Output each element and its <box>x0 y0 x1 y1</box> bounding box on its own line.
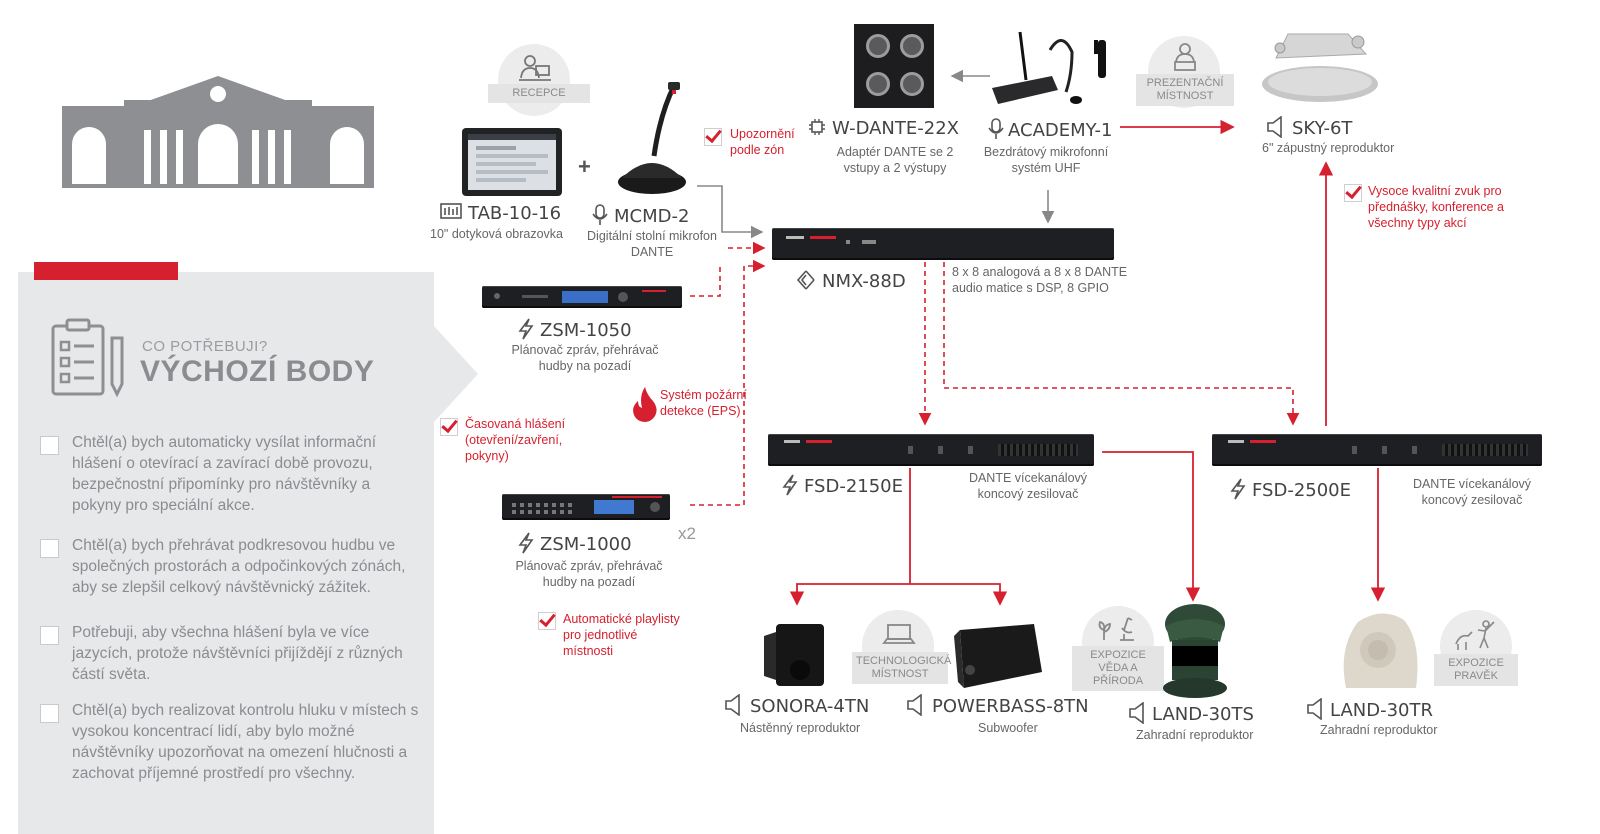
microscope-plant-icon <box>1098 617 1134 641</box>
product-name-land-30ts: LAND-30TS <box>1128 701 1254 725</box>
lightning-icon <box>518 532 534 554</box>
panel-pointer <box>434 326 478 422</box>
touchscreen-icon <box>440 203 462 219</box>
land-30ts-image <box>1163 604 1227 698</box>
w-dante-22x-image <box>854 24 934 108</box>
reception-icon <box>519 55 551 81</box>
check-icon <box>440 418 458 436</box>
product-desc-fsd-2500e: DANTE vícekanálový koncový zesilovač <box>1412 477 1532 507</box>
presenter-icon <box>1174 43 1196 71</box>
check-icon <box>1344 184 1362 202</box>
museum-building-icon <box>62 76 374 188</box>
product-name-zsm-1050: ZSM-1050 <box>518 318 632 341</box>
product-desc-zsm-1050: Plánovač zpráv, přehrávač hudby na pozad… <box>511 343 659 373</box>
laptop-icon <box>882 624 916 644</box>
lightning-icon <box>1230 478 1246 500</box>
requirement-text: Chtěl(a) bych přehrávat podkresovou hudb… <box>72 537 406 596</box>
product-name-zsm-1000: ZSM-1000 <box>518 532 632 555</box>
lightning-icon <box>518 318 534 340</box>
zsm-1050-image <box>482 286 682 308</box>
product-name-sky-6t: SKY-6T <box>1266 115 1352 139</box>
check-icon <box>704 128 722 146</box>
speaker-icon <box>1129 701 1144 725</box>
sky-6t-image <box>1262 33 1378 102</box>
note-fire-detection: Systém požární detekce (EPS) <box>660 388 747 418</box>
requirement-checkbox[interactable] <box>40 704 59 723</box>
panel-kicker: CO POTŘEBUJI? <box>142 338 268 355</box>
product-desc-land-30ts: Zahradní reproduktor <box>1136 728 1254 742</box>
quantity-x2: x2 <box>678 524 696 543</box>
requirement-checkbox[interactable] <box>40 626 59 645</box>
badge-prezentacni-mistnost: PREZENTAČNÍ MÍSTNOST <box>1134 36 1238 108</box>
plus-sign: + <box>578 154 591 179</box>
wire-fsd2150-land30ts <box>1102 451 1201 602</box>
product-name-w-dante-22x: W-DANTE-22X <box>808 118 959 139</box>
product-desc-land-30tr: Zahradní reproduktor <box>1320 723 1438 737</box>
requirement-checkbox[interactable] <box>40 539 59 558</box>
product-desc-fsd-2150e: DANTE vícekanálový koncový zesilovač <box>968 471 1088 501</box>
check-icon <box>538 612 556 630</box>
academy-1-image <box>992 31 1106 104</box>
requirement-text: Potřebuji, aby všechna hlášení byla ve v… <box>72 624 403 683</box>
requirement-text: Chtěl(a) bych realizovat kontrolu hluku … <box>72 702 419 782</box>
requirement-text: Chtěl(a) bych automaticky vysílat inform… <box>72 434 377 514</box>
product-desc-w-dante-22x: Adaptér DANTE se 2 vstupy a 2 výstupy <box>836 145 954 175</box>
speaker-icon <box>1267 115 1282 139</box>
product-name-sonora-4tn: SONORA-4TN <box>724 693 869 717</box>
microphone-icon <box>988 118 1004 139</box>
note-playlists: Automatické playlisty pro jednotlivé mís… <box>563 612 680 658</box>
product-desc-sky-6t: 6" zápustný reproduktor <box>1262 141 1395 155</box>
accent-bar <box>34 262 178 280</box>
microphone-icon <box>592 204 608 225</box>
fsd-2500e-image <box>1212 434 1542 466</box>
prehistoric-hunter-icon <box>1455 620 1495 650</box>
panel-title: VÝCHOZÍ BODY <box>140 355 375 388</box>
speaker-icon <box>907 693 922 717</box>
wire-zsm1000-nmx <box>690 259 766 506</box>
powerbass-8tn-image <box>954 624 1042 688</box>
product-desc-sonora-4tn: Nástěnný reproduktor <box>740 721 861 735</box>
fire-icon <box>633 387 657 422</box>
sonora-4tn-image <box>764 624 824 686</box>
starting-points-panel <box>18 272 434 834</box>
chip-icon <box>809 119 825 135</box>
wire-nmx-fsd2500 <box>943 262 1300 426</box>
badge-expozice-veda: EXPOZICE VĚDA A PŘÍRODA <box>1072 606 1164 691</box>
wire-mcmd-nmx <box>697 185 764 239</box>
product-name-academy-1: ACADEMY-1 <box>988 118 1112 141</box>
nmx-88d-image <box>772 228 1114 260</box>
product-desc-nmx-88d: 8 x 8 analogová a 8 x 8 DANTE audio mati… <box>952 265 1128 295</box>
product-name-tab-10-16: TAB-10-16 <box>440 202 561 224</box>
speaker-icon <box>1307 697 1322 721</box>
product-name-fsd-2150e: FSD-2150E <box>782 474 903 497</box>
mcmd-2-image <box>618 82 686 194</box>
zsm-1000-image <box>502 494 670 520</box>
product-name-mcmd-2: MCMD-2 <box>592 204 689 227</box>
badge-technologicka-mistnost: TECHNOLOGICKÁ MÍSTNOST <box>852 610 951 684</box>
product-name-powerbass-8tn: POWERBASS-8TN <box>906 693 1089 717</box>
land-30tr-image <box>1343 613 1418 688</box>
matrix-icon <box>796 270 815 290</box>
requirement-checkbox[interactable] <box>40 436 59 455</box>
product-desc-academy-1: Bezdrátový mikrofonní systém UHF <box>983 145 1109 175</box>
product-desc-zsm-1000: Plánovač zpráv, přehrávač hudby na pozad… <box>515 559 663 589</box>
fsd-2150e-image <box>768 434 1094 466</box>
tab-10-16-image <box>462 128 562 196</box>
product-desc-tab-10-16: 10" dotyková obrazovka <box>430 227 563 241</box>
note-zones: Upozornění podle zón <box>730 127 795 157</box>
speaker-icon <box>725 693 740 717</box>
lightning-icon <box>782 474 798 496</box>
product-name-land-30tr: LAND-30TR <box>1306 697 1433 721</box>
product-desc-powerbass-8tn: Subwoofer <box>978 721 1038 735</box>
badge-expozice-pravek: EXPOZICE PRAVĚK <box>1434 610 1520 686</box>
product-name-fsd-2500e: FSD-2500E <box>1230 478 1351 501</box>
checklist-icon <box>51 318 124 398</box>
note-timed: Časovaná hlášení (otevření/zavření, poky… <box>465 417 566 463</box>
wire-zsm1050-nmx <box>690 264 721 297</box>
product-desc-mcmd-2: Digitální stolní mikrofon DANTE <box>587 229 717 259</box>
note-quality: Vysoce kvalitní zvuk pro přednášky, konf… <box>1368 184 1504 230</box>
badge-recepce: RECEPCE <box>484 44 590 116</box>
product-name-nmx-88d: NMX-88D <box>796 270 906 292</box>
